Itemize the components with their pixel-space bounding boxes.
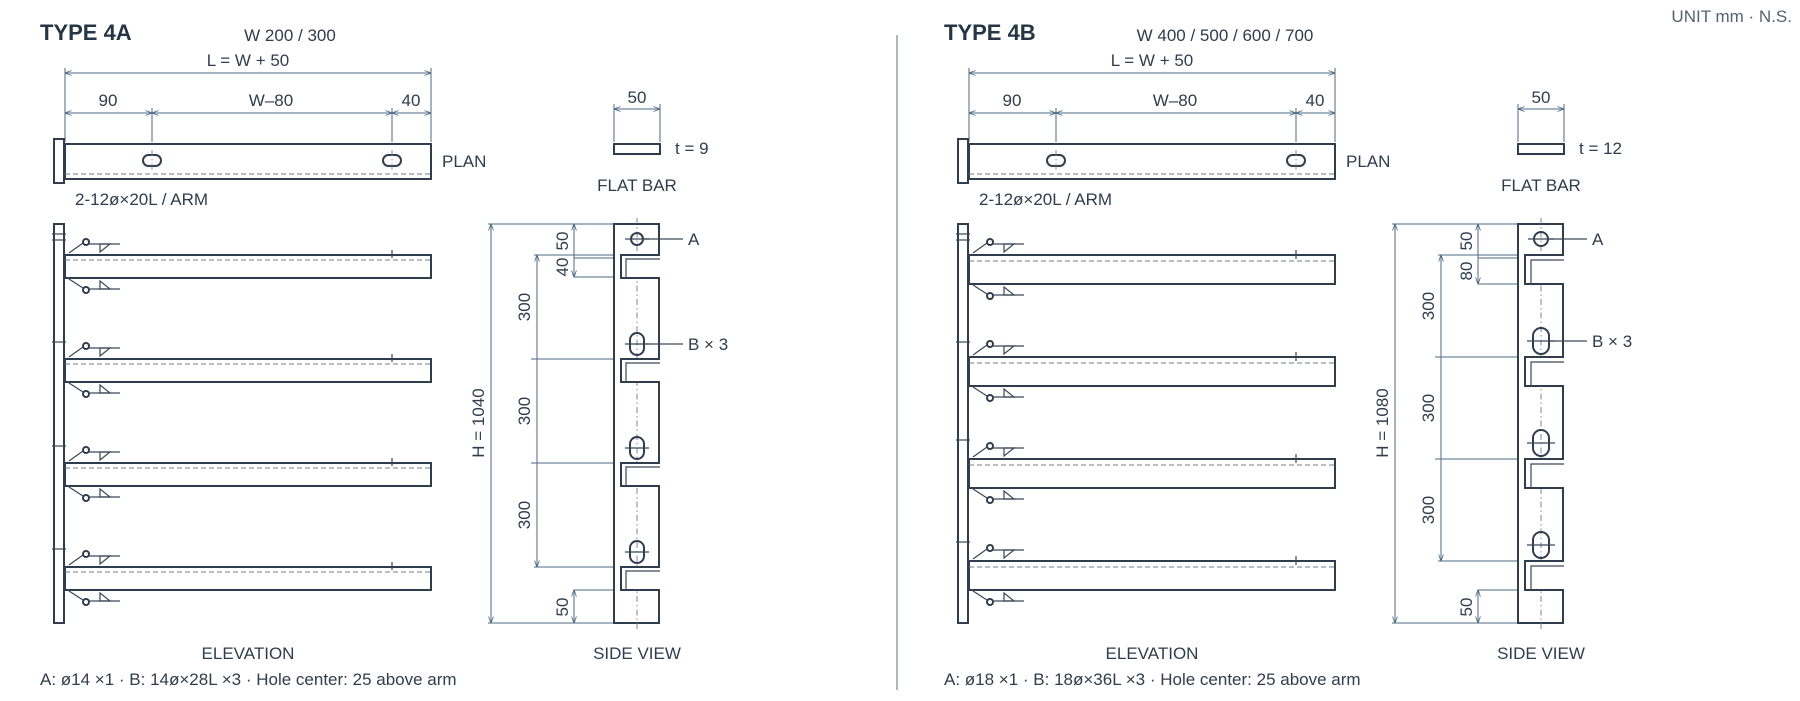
dim-mid: W–80: [249, 91, 293, 110]
flat-bar-section: 50 t = 9 FLAT BAR: [597, 88, 708, 195]
arm-4: [968, 544, 1336, 606]
width-options: W 400 / 500 / 600 / 700: [1137, 26, 1314, 45]
side-dim-3: 300: [1419, 292, 1438, 320]
slot-note: 2-12ø×20L / ARM: [979, 190, 1112, 209]
side-dim-2: 40: [553, 258, 572, 277]
side-dim-6: 50: [553, 598, 572, 617]
flat-bar-label: FLAT BAR: [597, 176, 677, 195]
height-label: H = 1040: [469, 388, 488, 457]
arm-3: [968, 442, 1336, 504]
side-dim-5: 300: [515, 501, 534, 529]
side-dim-4: 300: [515, 397, 534, 425]
side-view-label: SIDE VIEW: [1497, 644, 1585, 663]
dim-left: 90: [99, 91, 118, 110]
flat-bar-label: FLAT BAR: [1501, 176, 1581, 195]
flat-bar-section: 50 t = 12 FLAT BAR: [1501, 88, 1622, 195]
flat-bar-thickness: t = 12: [1579, 139, 1622, 158]
callout-b: B × 3: [688, 335, 728, 354]
unit-note: UNIT mm · N.S.: [1671, 7, 1792, 26]
callout-a: A: [688, 230, 700, 249]
flat-bar-width: 50: [1532, 88, 1551, 107]
plan-label: PLAN: [442, 152, 486, 171]
callout-b: B × 3: [1592, 332, 1632, 351]
arm-1: [968, 238, 1336, 300]
side-dim-6: 50: [1457, 598, 1476, 617]
side-view: H = 1040 50 40 300 300 300 50 A: [469, 218, 728, 663]
arm-2: [64, 342, 432, 398]
panel-note: A: ø18 ×1 · B: 18ø×36L ×3 · Hole center:…: [944, 670, 1361, 689]
side-dim-4: 300: [1419, 394, 1438, 422]
arm-2: [968, 340, 1336, 402]
height-label: H = 1080: [1373, 388, 1392, 457]
panel-title: TYPE 4A: [40, 20, 132, 45]
dim-right: 40: [1306, 91, 1325, 110]
side-dim-5: 300: [1419, 496, 1438, 524]
side-view-label: SIDE VIEW: [593, 644, 681, 663]
plan-view: L = W + 50 90 W–80 40 PLAN 2-12ø×20L / A…: [53, 51, 486, 209]
arm-3: [64, 446, 432, 502]
dim-right: 40: [402, 91, 421, 110]
callout-a: A: [1592, 230, 1604, 249]
length-formula: L = W + 50: [207, 51, 290, 70]
length-formula: L = W + 50: [1111, 51, 1194, 70]
flat-bar-width: 50: [628, 88, 647, 107]
panel-title: TYPE 4B: [944, 20, 1036, 45]
dim-left: 90: [1003, 91, 1022, 110]
plan-view: L = W + 50 90 W–80 40 PLAN 2-12ø×20L / A…: [957, 51, 1390, 209]
flat-bar-thickness: t = 9: [675, 139, 709, 158]
slot-note: 2-12ø×20L / ARM: [75, 190, 208, 209]
plan-label: PLAN: [1346, 152, 1390, 171]
elevation-view: ELEVATION: [956, 223, 1336, 663]
elevation-view: ELEVATION: [52, 223, 432, 663]
dim-mid: W–80: [1153, 91, 1197, 110]
panel-note: A: ø14 ×1 · B: 14ø×28L ×3 · Hole center:…: [40, 670, 457, 689]
width-options: W 200 / 300: [244, 26, 336, 45]
arm-4: [64, 550, 432, 606]
side-dim-1: 50: [1457, 232, 1476, 251]
panel-type-4b: TYPE 4B W 400 / 500 / 600 / 700 L = W + …: [944, 20, 1632, 689]
elevation-label: ELEVATION: [202, 644, 295, 663]
arm-1: [64, 238, 432, 294]
side-dim-3: 300: [515, 293, 534, 321]
side-view: H = 1080 50 80 300 300 300 50 A: [1373, 218, 1632, 663]
side-dim-1: 50: [553, 232, 572, 251]
side-dim-2: 80: [1457, 262, 1476, 281]
panel-type-4a: TYPE 4A W 200 / 300 L = W + 50 90 W–80 4…: [40, 20, 728, 689]
elevation-label: ELEVATION: [1106, 644, 1199, 663]
